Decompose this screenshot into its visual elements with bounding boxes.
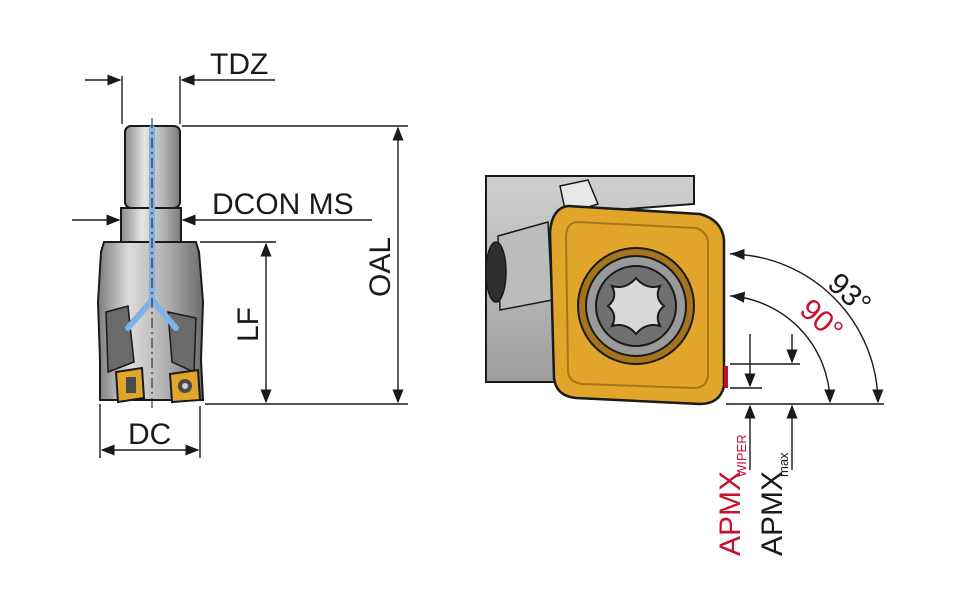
- label-dc: DC: [128, 418, 171, 451]
- holder-screw-head: [485, 241, 507, 303]
- label-apmx-wiper-sub: WIPER: [734, 434, 749, 477]
- label-dcon-ms: DCON MS: [212, 188, 354, 221]
- insert-right: [168, 368, 202, 404]
- label-lf: LF: [232, 307, 265, 342]
- dimension-lines-left: [72, 74, 408, 458]
- label-apmx-max-sub: max: [776, 452, 791, 477]
- end-mill-side-view: [96, 118, 205, 410]
- chip-pocket: [105, 305, 135, 374]
- label-tdz: TDZ: [210, 48, 268, 81]
- dimension-lines-right: [726, 248, 884, 470]
- label-oal: OAL: [364, 237, 397, 297]
- label-apmx-max: APMX max: [756, 452, 791, 556]
- label-apmx-wiper-main: APMX: [714, 471, 747, 556]
- insert-edge-land: [564, 220, 709, 390]
- insert-left: [114, 366, 146, 404]
- insert-detail-view: [485, 175, 728, 406]
- label-apmx-max-main: APMX: [756, 471, 789, 556]
- label-apmx-wiper: APMX WIPER: [714, 434, 749, 556]
- torx-socket-icon: [606, 276, 666, 336]
